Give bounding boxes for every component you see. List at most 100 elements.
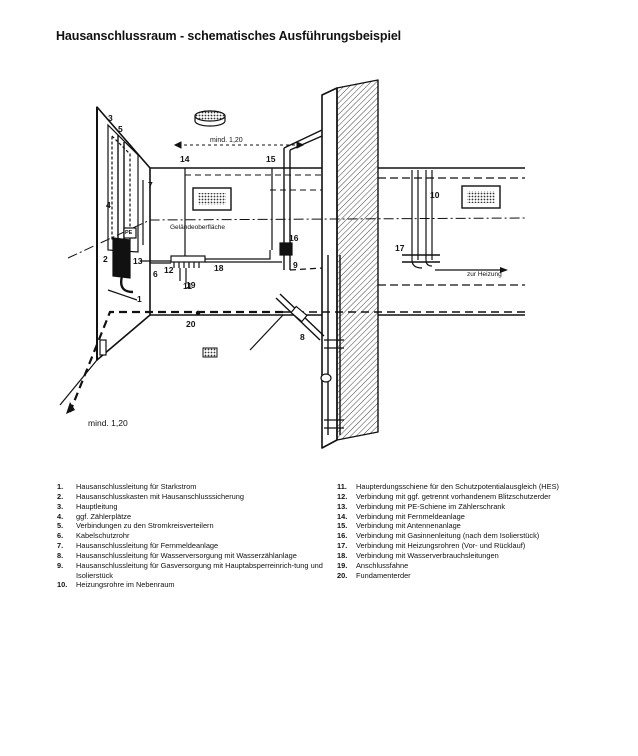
- legend-item-number: 3.: [57, 501, 64, 511]
- label-12: 12: [164, 265, 174, 275]
- label-6: 6: [153, 269, 158, 279]
- legend-item: 12. Verbindung mit ggf. getrennt vorhande…: [337, 492, 607, 502]
- house-connection-room-diagram: Geländeoberfläche mind. 1,20 mind. 1,20: [59, 79, 526, 449]
- legend-item-number: 6.: [57, 531, 64, 541]
- legend-item: 8. Hausanschlussleitung für Wasserversorg…: [57, 551, 327, 561]
- label-4: 4: [106, 200, 111, 210]
- ground-surface-line: [67, 217, 526, 259]
- legend-item-text: Verbindung mit Heizungsrohren (Vor- und …: [356, 541, 526, 551]
- legend-item-text: Verbindung mit Gasinnenleitung (nach dem…: [356, 531, 540, 541]
- legend-item-number: 8.: [57, 550, 64, 560]
- legend-item-number: 9.: [57, 560, 64, 570]
- dimension-bottom-label: mind. 1,20: [88, 418, 128, 428]
- ceiling-lamp-icon: [194, 110, 226, 127]
- legend-item-text: Hausanschlussleitung für Fernmeldeanlage: [76, 541, 219, 551]
- label-2: 2: [103, 254, 108, 264]
- label-19: 19: [186, 280, 196, 290]
- legend-item-number: 11.: [337, 482, 347, 491]
- legend-item-number: 2.: [57, 491, 64, 501]
- label-10: 10: [430, 190, 440, 200]
- legend-item-text: Hausanschlussleitung für Starkstrom: [76, 482, 197, 491]
- diagram-number-labels: 1 2 3 4 5 6 7 8 9 10 11 12 13 14 15 16 1…: [103, 113, 440, 342]
- legend-item-number: 5.: [57, 521, 64, 531]
- legend-item-number: 15.: [337, 521, 348, 531]
- legend-item: 13. Verbindung mit PE-Schiene im Zählersc…: [337, 502, 607, 512]
- window-left: [192, 187, 232, 211]
- legend-item-number: 17.: [337, 541, 348, 551]
- to-heating-label: zur Heizung: [467, 271, 502, 278]
- meter-place-box: [107, 123, 139, 253]
- legend-item: 20. Fundamenterder: [337, 571, 607, 581]
- legend-item: 2. Hausanschlusskasten mit Hausanschlusss…: [57, 492, 327, 502]
- legend-item: 10. Heizungsrohre im Nebenraum: [57, 580, 327, 590]
- legend-item-number: 18.: [337, 550, 348, 560]
- house-connection-box: [112, 237, 131, 279]
- legend-item: 6. Kabelschutzrohr: [57, 531, 327, 541]
- arrow-down-left-icon: [66, 402, 75, 414]
- legend-item-text: Hauptleitung: [76, 501, 118, 511]
- legend-item: 5. Verbindungen zu den Stromkreisverteile…: [57, 521, 327, 531]
- legend-item-text: Anschlussfahne: [356, 560, 409, 570]
- label-16: 16: [289, 233, 299, 243]
- legend-item: 17. Verbindung mit Heizungsrohren (Vor- u…: [337, 541, 607, 551]
- legend-item-text: Verbindung mit ggf. getrennt vorhandenem…: [356, 491, 551, 501]
- legend-item: 11.Haupterdungsschiene für den Schutzpot…: [337, 482, 607, 492]
- label-1: 1: [137, 294, 142, 304]
- label-8: 8: [300, 332, 305, 342]
- legend-item: 15. Verbindung mit Antennenanlage: [337, 521, 607, 531]
- legend-item: 9. Hausanschlussleitung für Gasversorgung…: [57, 561, 327, 581]
- page-title: Hausanschlussraum - schematisches Ausfüh…: [56, 29, 402, 43]
- floor-drain-icon: [202, 347, 218, 358]
- legend-item-text: Verbindung mit Fernmeldeanlage: [356, 511, 465, 521]
- legend-item-number: 12.: [337, 491, 348, 501]
- drain-pipe: [327, 255, 341, 435]
- legend-item-text: Verbindungen zu den Stromkreisverteilern: [76, 521, 214, 531]
- label-14: 14: [180, 154, 190, 164]
- label-9: 9: [293, 260, 298, 270]
- legend-item-text: Hausanschlussleitung für Wasserversorgun…: [76, 550, 297, 560]
- legend-item-number: 10.: [57, 580, 68, 590]
- ground-surface-label: Geländeoberfläche: [170, 224, 225, 231]
- legend-item-text: Verbindung mit Antennenanlage: [356, 521, 461, 531]
- label-18: 18: [214, 263, 224, 273]
- legend-item-text: ggf. Zählerplätze: [76, 511, 132, 521]
- legend-item-number: 1.: [57, 482, 64, 491]
- partition-wall-front: [321, 87, 338, 449]
- legend-item-text: Fundamenterder: [356, 570, 411, 580]
- legend-item: 7. Hausanschlussleitung für Fernmeldeanla…: [57, 541, 327, 551]
- label-5: 5: [118, 124, 123, 134]
- window-right: [461, 185, 501, 209]
- legend-right-column: 11.Haupterdungsschiene für den Schutzpot…: [337, 482, 607, 580]
- legend-left-column: 1. Hausanschlussleitung für Starkstrom 2. H…: [57, 482, 327, 590]
- legend-item-number: 13.: [337, 501, 348, 511]
- label-17: 17: [395, 243, 405, 253]
- pe-label: PE: [125, 230, 133, 236]
- legend-item-number: 19.: [337, 560, 348, 570]
- label-20: 20: [186, 319, 196, 329]
- legend-item: 3. Hauptleitung: [57, 502, 327, 512]
- legend-item: 14. Verbindung mit Fernmeldeanlage: [337, 512, 607, 522]
- foundation-earth-electrode: [68, 310, 283, 413]
- label-3: 3: [108, 113, 113, 123]
- legend-item-text: Kabelschutzrohr: [76, 531, 130, 541]
- legend-item-text: Verbindung mit PE-Schiene im Zählerschra…: [356, 501, 506, 511]
- legend-item-number: 16.: [337, 531, 348, 541]
- label-15: 15: [266, 154, 276, 164]
- legend-item-text: Heizungsrohre im Nebenraum: [76, 580, 175, 590]
- earth-bus-bar: [170, 255, 206, 263]
- legend-item-number: 14.: [337, 511, 348, 521]
- legend-item: 19. Anschlussfahne: [337, 561, 607, 571]
- legend-item-text: Hausanschlussleitung für Gasversorgung m…: [76, 560, 323, 580]
- legend-item: 16. Verbindung mit Gasinnenleitung (nach …: [337, 531, 607, 541]
- legend-item-number: 7.: [57, 541, 64, 551]
- legend-item-number: 4.: [57, 511, 64, 521]
- legend-item-number: 20.: [337, 570, 348, 580]
- label-13: 13: [133, 256, 143, 266]
- legend-item-text: Hausanschlusskasten mit Hausanschlusssic…: [76, 491, 245, 501]
- heating-pipes: [411, 170, 433, 269]
- legend-item: 1. Hausanschlussleitung für Starkstrom: [57, 482, 327, 492]
- legend-item-text: Verbindung mit Wasserverbrauchsleitungen: [356, 550, 499, 560]
- dimension-top-label: mind. 1,20: [210, 137, 243, 144]
- label-7: 7: [148, 180, 153, 190]
- label-11: 11: [183, 281, 192, 291]
